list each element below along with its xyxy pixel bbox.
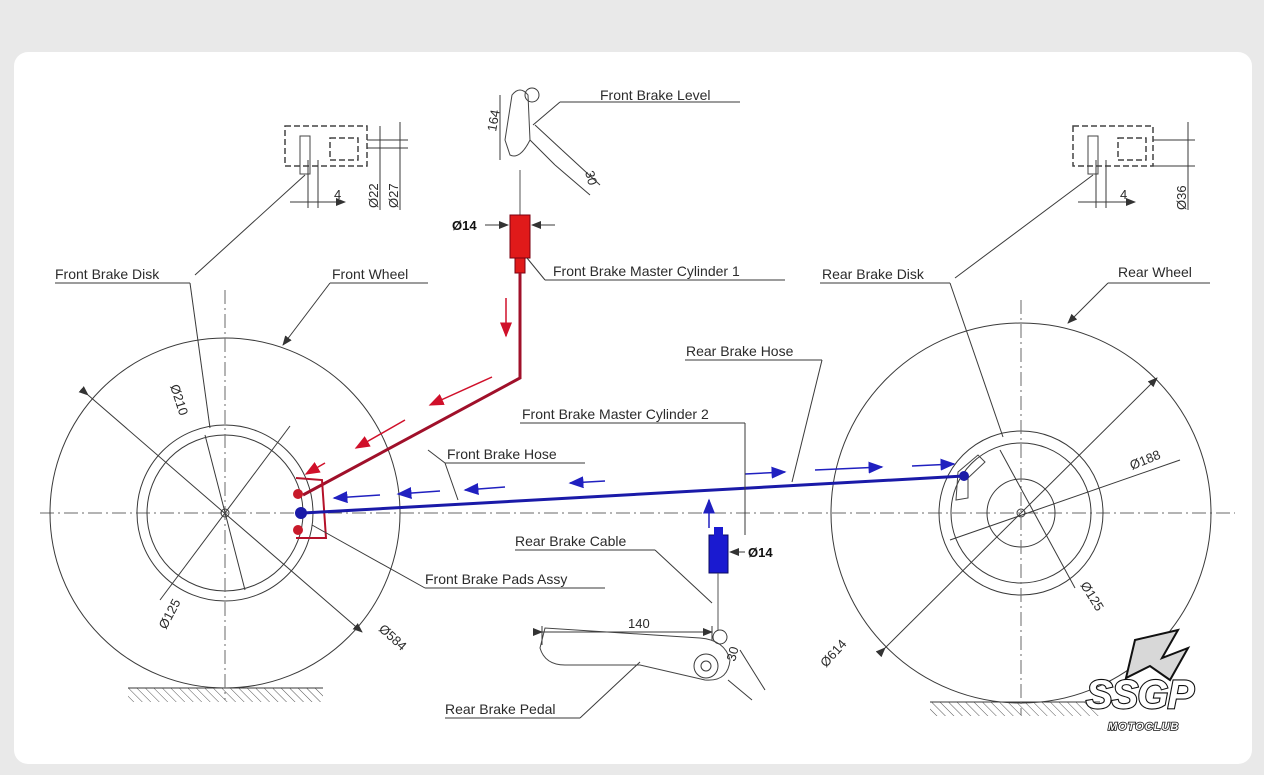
rear-master-cylinder — [708, 534, 729, 574]
front-brake-circuit — [293, 170, 531, 539]
front-brake-lever — [499, 87, 740, 196]
dim-front-hub-dia: Ø125 — [155, 596, 183, 631]
dim-rear-wheel-dia: Ø614 — [817, 636, 849, 670]
label-front-brake-level: Front Brake Level — [600, 87, 711, 103]
label-front-brake-master-cylinder-2: Front Brake Master Cylinder 2 — [522, 406, 709, 422]
rear-disk-detail — [954, 122, 1195, 279]
label-front-wheel: Front Wheel — [332, 266, 408, 282]
rear-brake-circuit — [295, 423, 969, 630]
rear-ground-hatch — [930, 702, 1100, 716]
rear-wheel — [830, 300, 1212, 715]
front-disk-detail — [194, 122, 408, 276]
label-rear-brake-cable: Rear Brake Cable — [515, 533, 626, 549]
ssgp-logo: SSGP MOTOCLUB — [1085, 628, 1197, 734]
leader-lines — [55, 257, 1210, 719]
dim-rear-detail-d: Ø36 — [1174, 185, 1189, 210]
dim-front-detail-width: 4 — [334, 187, 341, 202]
dim-rear-detail-width: 4 — [1120, 187, 1127, 202]
front-caliper — [295, 477, 328, 539]
front-brake-master-cylinder-1 — [509, 214, 531, 259]
dim-lever-length: 164 — [484, 109, 503, 133]
dim-rear-disk-dia: Ø188 — [1128, 447, 1163, 473]
dim-front-disk-dia: Ø210 — [167, 382, 191, 417]
logo-text: SSGP — [1086, 673, 1194, 717]
dim-pedal-travel: 30 — [723, 645, 741, 663]
dim-rear-hub-dia: Ø125 — [1077, 579, 1107, 614]
dim-front-detail-d2: Ø27 — [386, 183, 401, 208]
front-ground-hatch — [128, 688, 323, 702]
label-rear-brake-pedal: Rear Brake Pedal — [445, 701, 556, 717]
logo-emblem-icon — [1124, 628, 1191, 682]
dim-pedal-length: 140 — [628, 616, 650, 631]
dim-lever-travel: 30 — [582, 169, 600, 187]
label-rear-brake-hose: Rear Brake Hose — [686, 343, 794, 359]
dim-front-wheel-dia: Ø584 — [376, 621, 410, 653]
rear-brake-pedal — [533, 626, 766, 701]
dim-front-detail-d1: Ø22 — [366, 183, 381, 208]
label-front-brake-hose: Front Brake Hose — [447, 446, 557, 462]
label-rear-wheel: Rear Wheel — [1118, 264, 1192, 280]
dim-front-master-bore: Ø14 — [452, 218, 477, 233]
label-front-brake-master-cylinder-1: Front Brake Master Cylinder 1 — [553, 263, 740, 279]
label-front-brake-disk: Front Brake Disk — [55, 266, 160, 282]
front-wheel — [49, 290, 401, 700]
label-front-brake-pads-assy: Front Brake Pads Assy — [425, 571, 567, 587]
dim-rear-master-bore: Ø14 — [748, 545, 773, 560]
logo-subtext: MOTOCLUB — [1108, 721, 1179, 733]
label-rear-brake-disk: Rear Brake Disk — [822, 266, 925, 282]
